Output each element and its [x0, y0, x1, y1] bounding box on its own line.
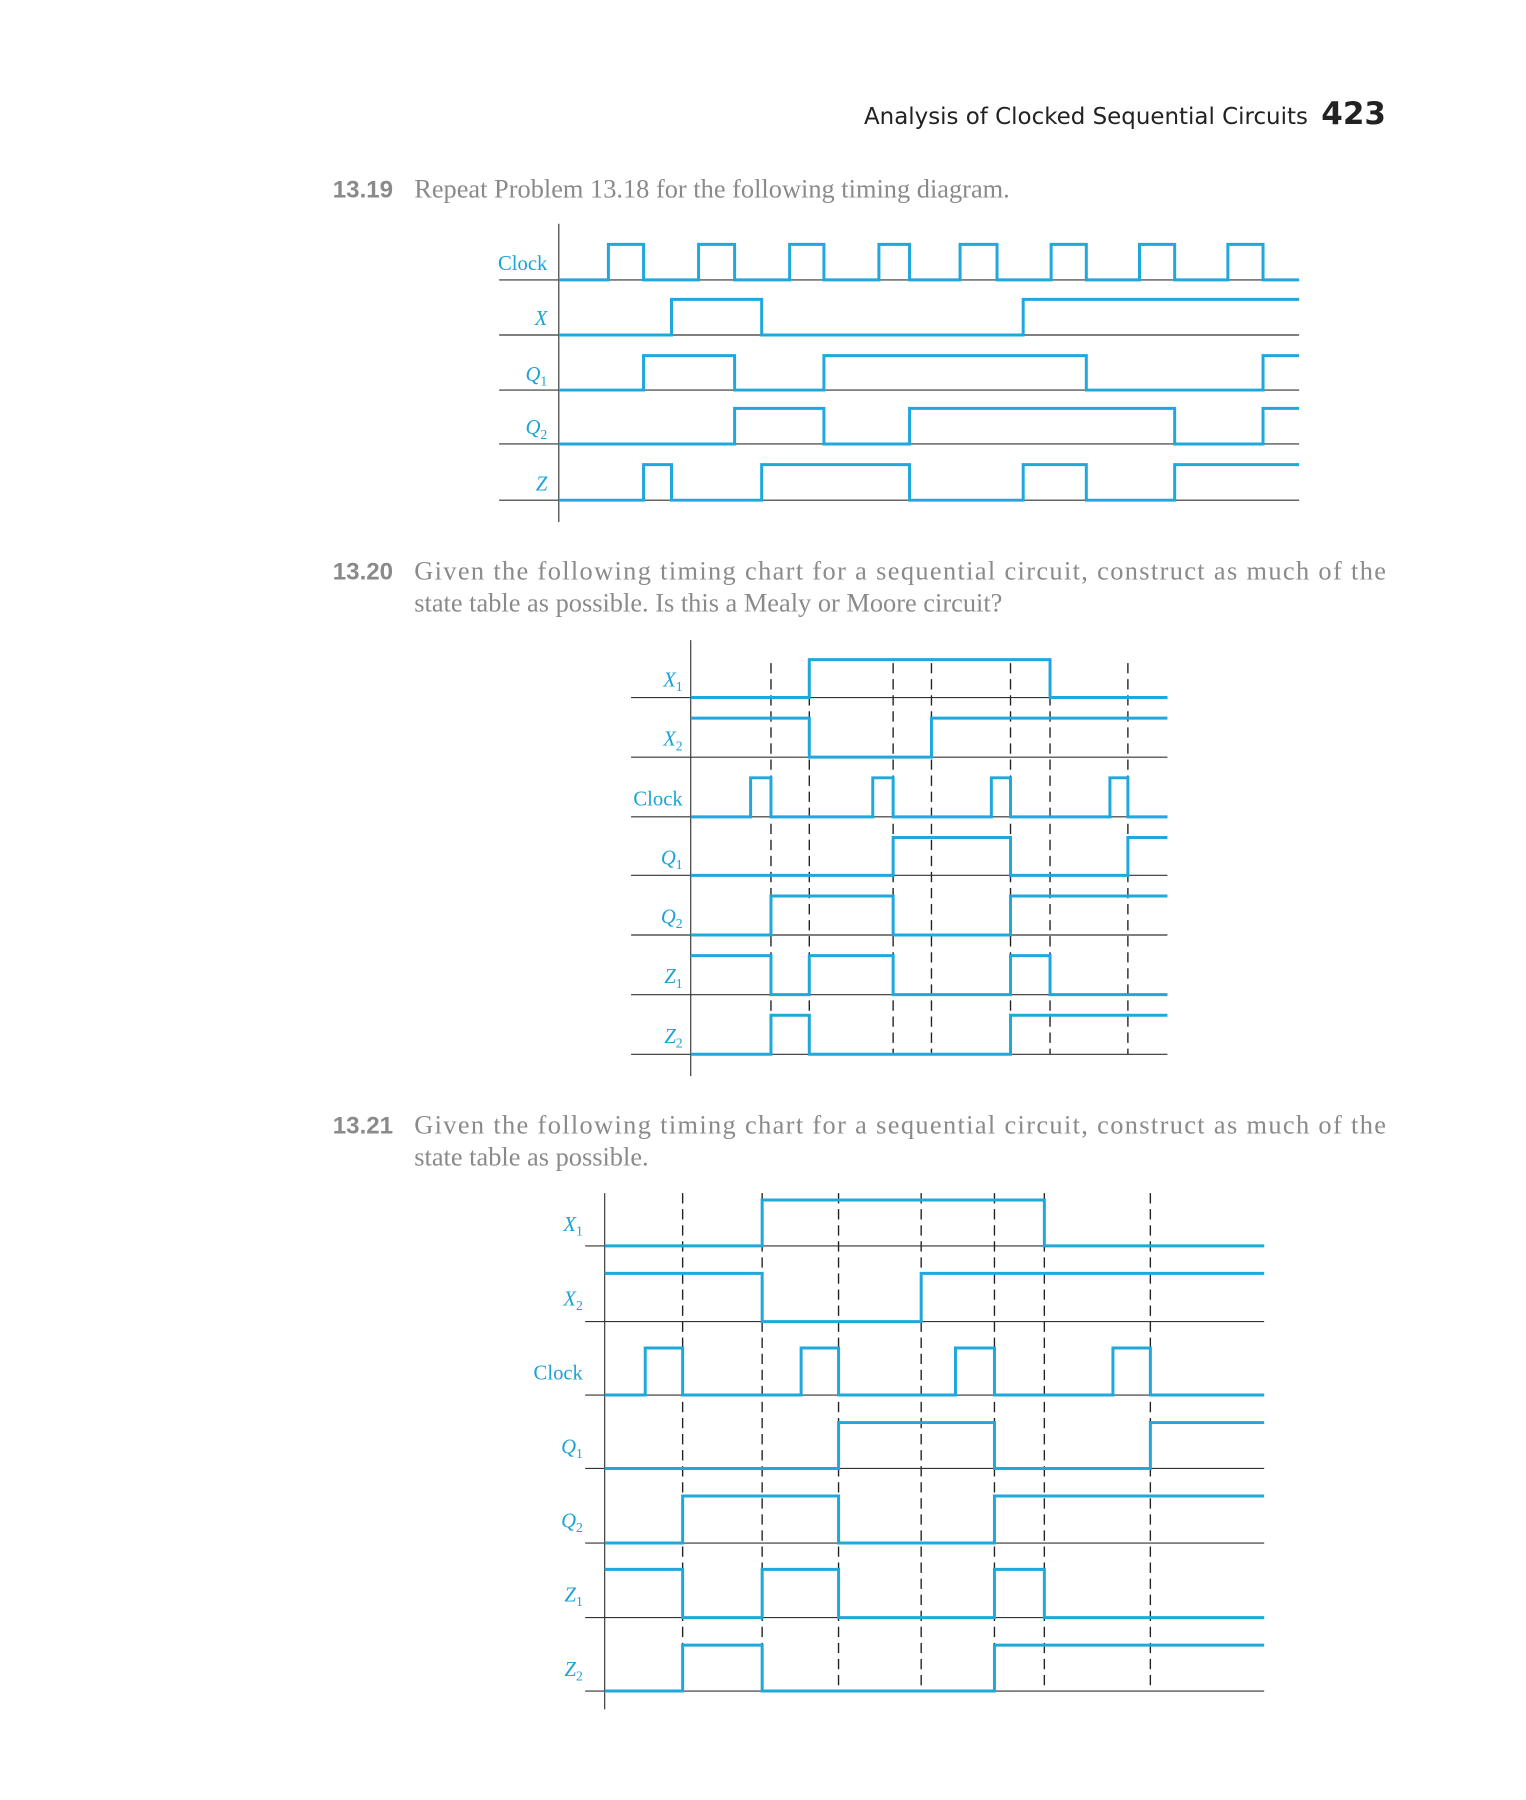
waveform-clock [604, 1346, 1265, 1397]
signal-name: Z [565, 1585, 577, 1607]
waveform-z1 [690, 954, 1168, 997]
waveform-z [558, 463, 1300, 502]
signal-label-z1: Z1 [664, 966, 682, 991]
problem-13-21: 13.21 Given the following timing chart f… [333, 1109, 1386, 1171]
waveform-z1 [604, 1567, 1265, 1620]
signal-label-q1: Q1 [661, 847, 683, 872]
signal-name: X [662, 729, 677, 751]
waveform-clock [690, 776, 1168, 819]
waveform-x2 [690, 716, 1168, 759]
signal-name: Clock [633, 788, 683, 810]
problem-13-19: 13.19 Repeat Problem 13.18 for the follo… [333, 173, 1010, 203]
signal-label-z1: Z1 [565, 1585, 583, 1610]
waveform-x1 [690, 658, 1168, 700]
running-title: Analysis of Clocked Sequential Circuits [864, 104, 1308, 130]
problem-number: 13.21 [333, 1112, 393, 1139]
signal-subscript: 2 [576, 1298, 583, 1313]
signal-name: Q [526, 417, 541, 439]
signal-subscript: 1 [676, 976, 683, 991]
signal-subscript: 1 [576, 1224, 583, 1239]
signal-subscript: 2 [676, 738, 683, 753]
signal-name: Q [561, 1437, 576, 1459]
waveform-x1 [604, 1198, 1265, 1248]
signal-label-x: X [534, 308, 549, 330]
signal-name: Q [661, 847, 676, 869]
problem-text-line: state table as possible. Is this a Mealy… [414, 587, 1002, 617]
signal-subscript: 2 [676, 916, 683, 931]
problem-13-20: 13.20 Given the following timing chart f… [333, 555, 1386, 617]
signal-label-q2: Q2 [561, 1511, 583, 1536]
signal-name: X [534, 308, 549, 330]
signal-label-z2: Z2 [565, 1659, 583, 1684]
signal-label-x2: X2 [562, 1289, 583, 1314]
signal-subscript: 2 [676, 1035, 683, 1050]
signal-name: Z [536, 473, 548, 495]
waveform-z2 [604, 1643, 1265, 1693]
problem-text-line: Given the following timing chart for a s… [414, 1109, 1386, 1139]
problem-text-line: Repeat Problem 13.18 for the following t… [414, 173, 1010, 203]
signal-subscript: 1 [676, 679, 683, 694]
signal-label-x2: X2 [662, 729, 683, 754]
problem-number: 13.20 [333, 558, 393, 585]
waveform-q1 [690, 835, 1168, 877]
signal-label-q1: Q1 [561, 1437, 583, 1462]
signal-name: Q [661, 907, 676, 929]
signal-subscript: 2 [576, 1520, 583, 1535]
page-number: 423 [1321, 96, 1386, 132]
waveform-q1 [558, 354, 1300, 392]
signal-name: Clock [534, 1363, 584, 1385]
signal-label-q2: Q2 [526, 417, 548, 442]
signal-label-clock: Clock [498, 253, 548, 275]
signal-subscript: 1 [576, 1446, 583, 1461]
signal-name: Z [565, 1659, 577, 1681]
waveform-z2 [690, 1013, 1168, 1056]
signal-label-clock: Clock [633, 788, 683, 810]
signal-name: X [562, 1289, 577, 1311]
signal-name: X [662, 670, 677, 692]
waveform-q2 [690, 894, 1168, 937]
signal-name: Z [664, 966, 676, 988]
waveform-q2 [604, 1494, 1265, 1545]
signal-label-x1: X1 [562, 1214, 583, 1239]
signal-subscript: 2 [540, 427, 547, 442]
signal-label-q1: Q1 [526, 364, 548, 389]
waveform-q1 [604, 1421, 1265, 1470]
signal-name: Z [664, 1026, 676, 1048]
problem-text-line: state table as possible. [414, 1142, 648, 1172]
signal-name: Clock [498, 253, 548, 275]
signal-name: Q [526, 364, 541, 386]
signal-name: Q [561, 1511, 576, 1533]
problem-text-line: Given the following timing chart for a s… [414, 555, 1386, 585]
signal-label-q2: Q2 [661, 907, 683, 932]
waveform-x2 [604, 1271, 1265, 1324]
signal-label-z: Z [536, 473, 548, 495]
signal-name: X [562, 1214, 577, 1236]
waveform-x [558, 297, 1300, 337]
signal-subscript: 1 [576, 1594, 583, 1609]
signal-label-z2: Z2 [664, 1026, 682, 1051]
waveform-q2 [558, 406, 1300, 446]
waveform-clock [558, 242, 1300, 282]
signal-label-clock: Clock [534, 1363, 584, 1385]
signal-subscript: 1 [540, 373, 547, 388]
signal-subscript: 2 [576, 1669, 583, 1684]
problem-number: 13.19 [333, 176, 393, 203]
signal-label-x1: X1 [662, 670, 683, 695]
signal-subscript: 1 [676, 857, 683, 872]
